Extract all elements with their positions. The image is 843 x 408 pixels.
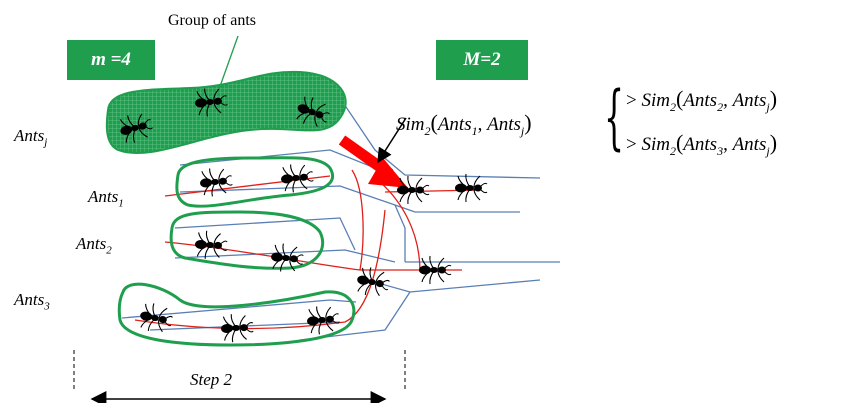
ant-icon — [397, 175, 430, 205]
row-label-ants-3: Ants3 — [14, 290, 50, 313]
formula-pointer — [377, 117, 407, 164]
row-label-ants-2: Ants2 — [76, 234, 112, 257]
row-label-ants-j: Antsj — [14, 126, 48, 149]
ant-icon — [296, 96, 330, 127]
ant-icon — [195, 88, 228, 117]
ant-icon — [271, 243, 304, 272]
ant-icon — [200, 168, 233, 197]
ant-icon — [455, 173, 488, 203]
ant-icon — [221, 314, 254, 343]
ant-icon — [357, 267, 390, 297]
ant-icon — [307, 306, 340, 335]
row-label-ants-1: Ants1 — [88, 187, 124, 210]
ant-icon — [119, 113, 153, 143]
ants-layer — [119, 88, 488, 343]
formula-rhs-2: > Sim2(Ants3, Antsj) — [626, 130, 778, 158]
ants-j-group-fill — [105, 70, 347, 155]
step-label: Step 2 — [190, 370, 233, 389]
selection-arrow — [338, 135, 408, 188]
m-badge: m =4 — [67, 40, 155, 80]
ant-icon — [281, 164, 314, 193]
M-badge: M=2 — [436, 40, 528, 80]
formula-brace: { — [604, 76, 625, 158]
group-caption: Group of ants — [168, 12, 256, 29]
formula-rhs-1: > Sim2(Ants2, Antsj) — [626, 86, 778, 114]
group-outlines — [117, 156, 356, 347]
ant-icon — [419, 255, 452, 285]
ant-icon — [140, 303, 173, 333]
formula-lhs: Sim2(Ants1, Antsj) — [396, 110, 532, 138]
channel-lines — [107, 81, 560, 341]
caption-leader — [217, 35, 239, 93]
ant-icon — [195, 230, 228, 259]
